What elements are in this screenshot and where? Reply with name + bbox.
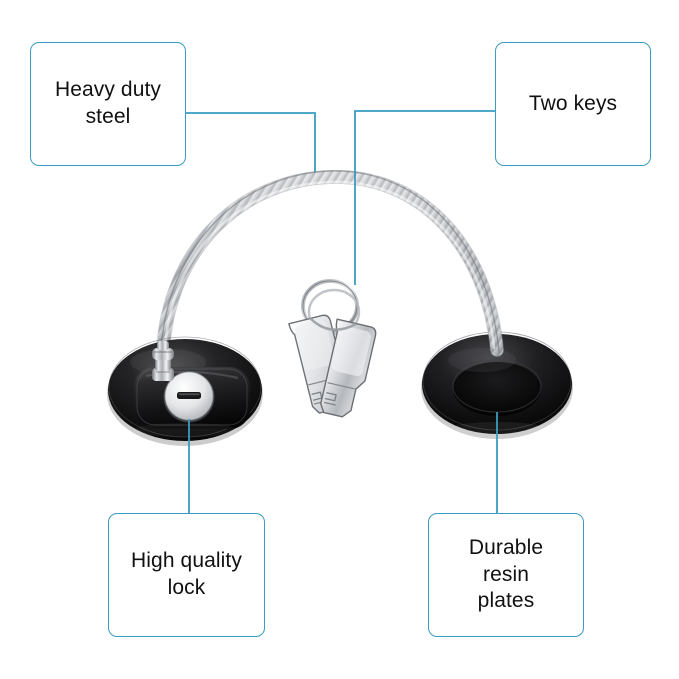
callout-line-1: Two keys: [528, 91, 618, 115]
callout-line-2: steel: [85, 105, 131, 128]
callout-line-1: Durable resin: [468, 535, 544, 586]
callout-durable-resin-plates[interactable]: Durable resin plates: [428, 513, 584, 637]
callout-heavy-duty-steel[interactable]: Heavy duty steel: [30, 42, 186, 166]
cable-ferrule: [152, 341, 174, 381]
lock-keyhole: [163, 371, 215, 423]
lock-body: [133, 367, 250, 437]
callout-line-2: plates: [477, 589, 535, 613]
callout-two-keys[interactable]: Two keys: [495, 42, 651, 166]
resin-plate-right: [421, 331, 573, 439]
key-pair: [288, 279, 377, 418]
callout-label-high-quality-lock: High quality lock: [111, 548, 262, 602]
callout-line-1: Heavy duty: [54, 78, 162, 102]
callout-label-durable-resin-plates: Durable resin plates: [429, 535, 583, 616]
callout-line-1: High quality: [131, 549, 242, 573]
callout-label-two-keys: Two keys: [509, 91, 637, 118]
callout-label-heavy-duty-steel: Heavy duty steel: [35, 77, 181, 131]
callout-line-2: lock: [167, 576, 206, 599]
callout-high-quality-lock[interactable]: High quality lock: [108, 513, 265, 637]
